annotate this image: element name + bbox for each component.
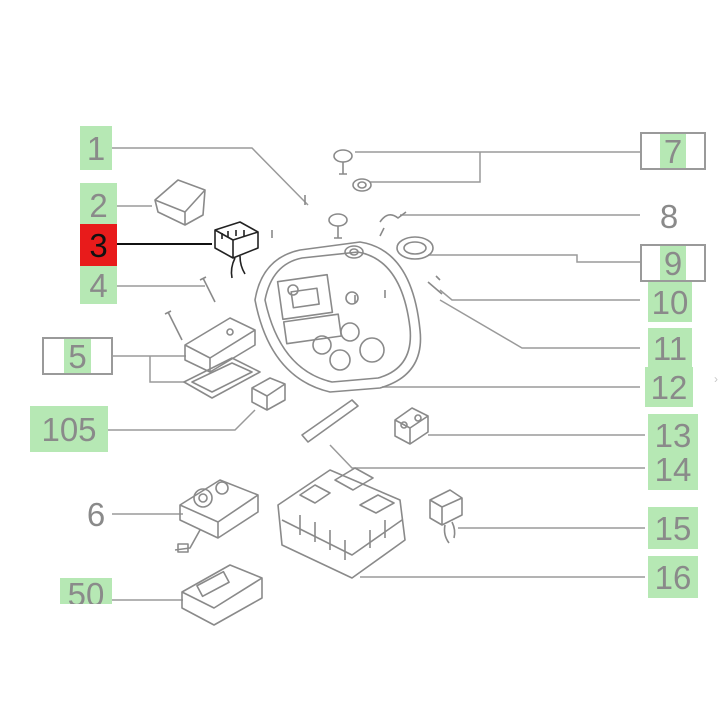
part-relay [429,489,463,526]
leader-line-14 [329,444,645,469]
leader-line-1 [112,147,309,206]
part-screw-b [164,310,183,341]
part-switch [179,479,259,539]
edge-chevron-icon: › [714,372,718,386]
callout-8: 8 [659,197,679,235]
callout-9-text: 9 [659,246,687,280]
leader-line-5 [113,355,186,383]
leader-line-105 [108,409,256,431]
callout-2: 2 [80,183,117,227]
part-screw-a [199,276,216,303]
callout-15: 15 [648,507,698,549]
part-module [181,564,263,626]
callout-10: 10 [648,282,692,322]
part-bezel-ring [396,236,434,260]
part-washer [352,178,372,192]
part-knob [333,149,353,163]
part-control-board [277,469,406,579]
callout-6: 6 [86,495,106,533]
part-connector [394,407,429,445]
leader-line-10 [439,289,640,301]
part-relay-block [214,221,259,279]
callout-1: 1 [80,126,112,170]
part-cap [154,179,206,226]
callout-5-text: 5 [64,339,91,373]
callout-7-text: 7 [659,134,687,168]
leader-line-11 [439,299,640,349]
callout-12: 12 [645,367,693,407]
leader-line-7 [355,151,640,183]
part-front-housing [254,241,422,393]
callout-9: 9 [640,244,706,282]
part-gasket [183,357,261,399]
part-pin [427,275,443,295]
callout-5: 5 [42,337,113,375]
callout-16: 16 [648,556,698,598]
callout-14: 14 [648,448,698,490]
callout-4: 4 [80,266,117,304]
part-bracket [379,211,407,237]
part-clip [251,377,286,411]
callout-11: 11 [648,328,692,368]
callout-50: 50 [60,578,112,604]
callout-105: 105 [30,406,108,452]
callout-3: 3 [80,224,117,266]
callout-7: 7 [640,132,706,170]
leader-line-9 [428,254,640,263]
part-strip [301,399,359,443]
